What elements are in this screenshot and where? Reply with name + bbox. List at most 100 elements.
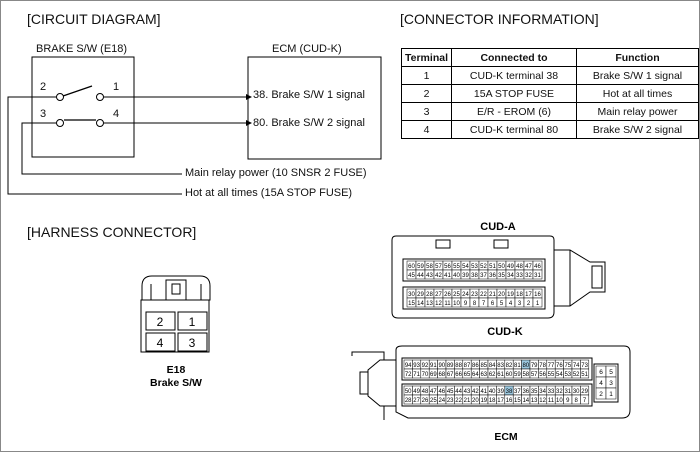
pin-number: 1 [609,391,613,398]
pin-number: 66 [455,372,462,378]
pin-number: 36 [522,389,529,395]
table-row: 3 E/R - EROM (6) Main relay power [401,102,699,121]
contact-4 [96,119,104,127]
pin-number: 8 [575,398,579,404]
pin-number: 51 [581,372,588,378]
pin-number: 11 [444,301,451,307]
pin-number: 46 [438,389,445,395]
pin-number: 40 [453,273,460,279]
terminal-38-arrow [246,94,252,100]
pin-number: 43 [426,273,433,279]
pin-number: 72 [405,372,412,378]
pin-number: 53 [471,264,478,270]
pin-number: 93 [413,363,420,369]
pin-number: 24 [438,398,445,404]
pin-number: 29 [417,292,424,298]
ecm-box [247,56,382,160]
pin-number: 46 [534,264,541,270]
e18-pin-3: 3 [189,336,196,350]
pin-number: 21 [464,398,471,404]
cud-k-connector [351,345,631,420]
pin-number: 52 [480,264,487,270]
pin-cell [532,269,543,280]
e18-pin-1: 1 [189,315,196,329]
pin-number: 42 [435,273,442,279]
pin-number: 8 [473,301,477,307]
e18-description: Brake S/W [150,377,202,389]
table-cell: E/R - EROM (6) [450,102,577,121]
pin-number: 58 [426,264,433,270]
pin-number: 21 [489,292,496,298]
pin-number: 86 [472,363,479,369]
e18-pin-2: 2 [157,315,164,329]
pin-number: 42 [472,389,479,395]
pin-number: 62 [489,372,496,378]
pin-number: 49 [413,389,420,395]
e18-connector: 2 1 4 3 [140,275,211,353]
pin-number: 92 [422,363,429,369]
pin-number: 57 [531,372,538,378]
pin-number: 12 [435,301,442,307]
e18-pin-4: 4 [157,336,164,350]
pin-number: 36 [489,273,496,279]
pin-number: 87 [464,363,471,369]
switch-lever-1 [62,85,93,97]
pin-number: 22 [480,292,487,298]
table-cell: CUD-K terminal 80 [450,120,577,139]
pin-number: 41 [444,273,451,279]
pin-number: 70 [422,372,429,378]
pin-number: 38 [471,273,478,279]
pin-number: 45 [447,389,454,395]
pin-number: 61 [497,372,504,378]
pin-number: 69 [430,372,437,378]
pin-number: 88 [455,363,462,369]
pin-number: 11 [548,398,555,404]
wire-main-relay [21,122,182,175]
pin-number: 60 [506,372,513,378]
pin-cell [580,368,590,379]
harness-heading: [HARNESS CONNECTOR] [27,224,197,240]
table-cell: 4 [401,120,452,139]
pin-number: 84 [489,363,496,369]
pin-number: 18 [516,292,523,298]
table-cell: 15A STOP FUSE [450,84,577,103]
pin-number: 37 [480,273,487,279]
pin-number: 73 [581,363,588,369]
pin-number: 68 [438,372,445,378]
pin-number: 13 [426,301,433,307]
pin-number: 33 [516,273,523,279]
pin-number: 26 [422,398,429,404]
table-cell: 2 [401,84,452,103]
signal-1-label: 38. Brake S/W 1 signal [253,89,365,101]
pin-1-label: 1 [113,81,120,93]
pin-3-label: 3 [40,108,47,120]
pin-number: 23 [447,398,454,404]
pin-number: 3 [609,380,613,387]
pin-number: 27 [435,292,442,298]
pin-number: 45 [408,273,415,279]
pin-number: 44 [417,273,424,279]
pin-number: 50 [405,389,412,395]
hot-at-all-times-label: Hot at all times (15A STOP FUSE) [185,187,353,199]
pin-number: 10 [453,301,460,307]
pin-number: 79 [531,363,538,369]
pin-number: 55 [548,372,555,378]
pin-number: 47 [525,264,532,270]
pin-number: 19 [480,398,487,404]
col-function: Function [575,48,699,67]
pin-number: 32 [556,389,563,395]
pin-number: 35 [498,273,505,279]
pin-number: 35 [531,389,538,395]
pin-number: 9 [566,398,570,404]
pin-number: 17 [525,292,532,298]
pin-number: 2 [527,301,531,307]
pin-number: 63 [480,372,487,378]
e18-name: E18 [167,364,186,376]
pin-number: 6 [491,301,495,307]
switch-box [31,56,135,158]
cud-a-connector [391,235,606,319]
pin-number: 7 [583,398,587,404]
signal-2-label: 80. Brake S/W 2 signal [253,117,365,129]
pin-number: 52 [573,372,580,378]
